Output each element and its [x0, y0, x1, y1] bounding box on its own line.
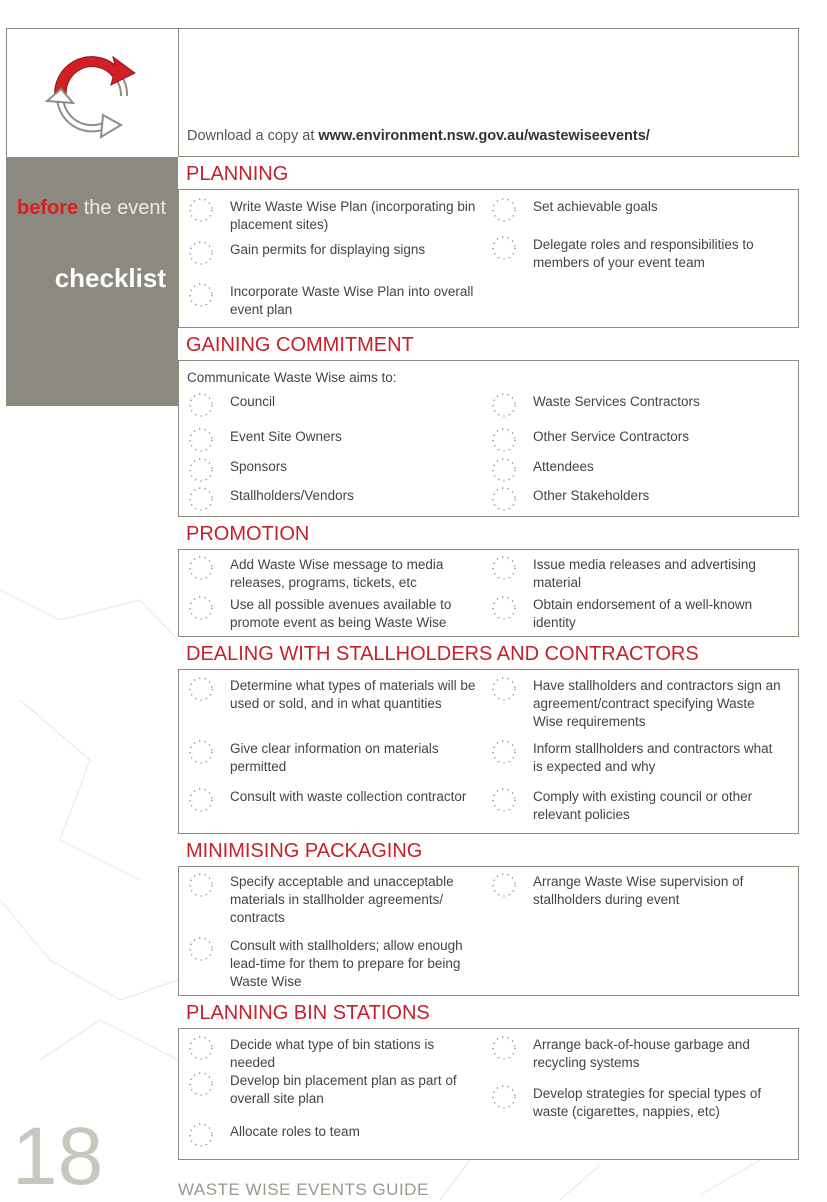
checklist-item[interactable]: Incorporate Waste Wise Plan into overall… [188, 283, 478, 319]
checklist-item[interactable]: Event Site Owners [188, 428, 478, 452]
checkbox-circle-icon[interactable] [491, 392, 517, 418]
checklist-item[interactable]: Give clear information on materials perm… [188, 740, 478, 776]
checklist-item[interactable]: Develop strategies for special types of … [491, 1085, 781, 1121]
checkbox-circle-icon[interactable] [491, 1035, 517, 1061]
section-title-minimising-packaging: MINIMISING PACKAGING [178, 833, 799, 867]
commitment-intro: Communicate Waste Wise aims to: [187, 370, 397, 385]
checklist-item[interactable]: Arrange Waste Wise supervision of stallh… [491, 873, 781, 909]
checklist-item[interactable]: Specify acceptable and unacceptable mate… [188, 873, 478, 927]
download-prefix: Download a copy at [187, 128, 319, 144]
checkbox-circle-icon[interactable] [491, 872, 517, 898]
checkbox-circle-icon[interactable] [188, 282, 214, 308]
checklist-item[interactable]: Consult with waste collection contractor [188, 788, 478, 812]
checkbox-circle-icon[interactable] [188, 1035, 214, 1061]
section-title-promotion: PROMOTION [178, 516, 799, 550]
checkbox-circle-icon[interactable] [188, 936, 214, 962]
checkbox-circle-icon[interactable] [491, 235, 517, 261]
checkbox-circle-icon[interactable] [188, 392, 214, 418]
side-before-word: before [17, 197, 79, 219]
checkbox-circle-icon[interactable] [491, 787, 517, 813]
checklist-item[interactable]: Council [188, 393, 478, 417]
checkbox-circle-icon[interactable] [188, 457, 214, 483]
checklist-item[interactable]: Comply with existing council or other re… [491, 788, 781, 824]
checklist-item[interactable]: Add Waste Wise message to media releases… [188, 556, 478, 592]
section-title-stallholders-contractors: DEALING WITH STALLHOLDERS AND CONTRACTOR… [178, 636, 799, 670]
checklist-item[interactable]: Write Waste Wise Plan (incorporating bin… [188, 198, 478, 234]
checkbox-circle-icon[interactable] [188, 872, 214, 898]
checkbox-circle-icon[interactable] [188, 555, 214, 581]
checklist-item[interactable]: Other Stakeholders [491, 487, 781, 511]
checklist-item[interactable]: Inform stallholders and contractors what… [491, 740, 781, 776]
checkbox-circle-icon[interactable] [491, 1084, 517, 1110]
side-panel: before the event checklist [6, 157, 178, 406]
checkbox-circle-icon[interactable] [491, 486, 517, 512]
checklist-item[interactable]: Determine what types of materials will b… [188, 677, 478, 713]
checklist-item[interactable]: Issue media releases and advertising mat… [491, 556, 781, 592]
checklist-item[interactable]: Other Service Contractors [491, 428, 781, 452]
checkbox-circle-icon[interactable] [188, 486, 214, 512]
checklist-item[interactable]: Decide what type of bin stations is need… [188, 1036, 478, 1072]
checklist-item[interactable]: Sponsors [188, 458, 478, 482]
section-title-gaining-commitment: GAINING COMMITMENT [178, 327, 799, 361]
checklist-item[interactable]: Use all possible avenues available to pr… [188, 596, 478, 632]
checklist-item[interactable]: Stallholders/Vendors [188, 487, 478, 511]
checklist-item[interactable]: Waste Services Contractors [491, 393, 781, 417]
checkbox-circle-icon[interactable] [188, 739, 214, 765]
checklist-item[interactable]: Develop bin placement plan as part of ov… [188, 1072, 478, 1108]
section-title-planning: PLANNING [178, 156, 799, 190]
checkbox-circle-icon[interactable] [188, 427, 214, 453]
checkbox-circle-icon[interactable] [188, 787, 214, 813]
checkbox-circle-icon[interactable] [491, 595, 517, 621]
checkbox-circle-icon[interactable] [188, 197, 214, 223]
checkbox-circle-icon[interactable] [188, 676, 214, 702]
checkbox-circle-icon[interactable] [491, 457, 517, 483]
checklist-frame [178, 28, 799, 1160]
checkbox-circle-icon[interactable] [491, 427, 517, 453]
checklist-item[interactable]: Attendees [491, 458, 781, 482]
side-the-event-words: the event [78, 197, 166, 219]
checkbox-circle-icon[interactable] [491, 739, 517, 765]
download-url-link[interactable]: www.environment.nsw.gov.au/wastewiseeven… [318, 128, 650, 144]
checkbox-circle-icon[interactable] [188, 1071, 214, 1097]
checklist-item[interactable]: Allocate roles to team [188, 1123, 478, 1147]
logo-box [6, 28, 178, 158]
side-before-the-event: before the event [17, 197, 166, 220]
checklist-item[interactable]: Arrange back-of-house garbage and recycl… [491, 1036, 781, 1072]
section-title-planning-bin-stations: PLANNING BIN STATIONS [178, 995, 799, 1029]
side-checklist-heading: checklist [54, 263, 166, 293]
checklist-item[interactable]: Obtain endorsement of a well-known ident… [491, 596, 781, 632]
checklist-item[interactable]: Delegate roles and responsibilities to m… [491, 236, 781, 272]
checklist-item[interactable]: Have stallholders and contractors sign a… [491, 677, 781, 731]
checkbox-circle-icon[interactable] [188, 240, 214, 266]
checkbox-circle-icon[interactable] [491, 197, 517, 223]
page-number: 18 [12, 1111, 104, 1202]
checkbox-circle-icon[interactable] [188, 595, 214, 621]
checkbox-circle-icon[interactable] [491, 555, 517, 581]
checkbox-circle-icon[interactable] [491, 676, 517, 702]
checklist-item[interactable]: Consult with stallholders; allow enough … [188, 937, 478, 991]
checklist-item[interactable]: Set achievable goals [491, 198, 781, 222]
checkbox-circle-icon[interactable] [188, 1122, 214, 1148]
recycle-arrows-logo [44, 55, 136, 139]
footer-title: WASTE WISE EVENTS GUIDE [178, 1180, 429, 1199]
checklist-item[interactable]: Gain permits for displaying signs [188, 241, 478, 265]
download-line: Download a copy at www.environment.nsw.g… [187, 128, 650, 144]
